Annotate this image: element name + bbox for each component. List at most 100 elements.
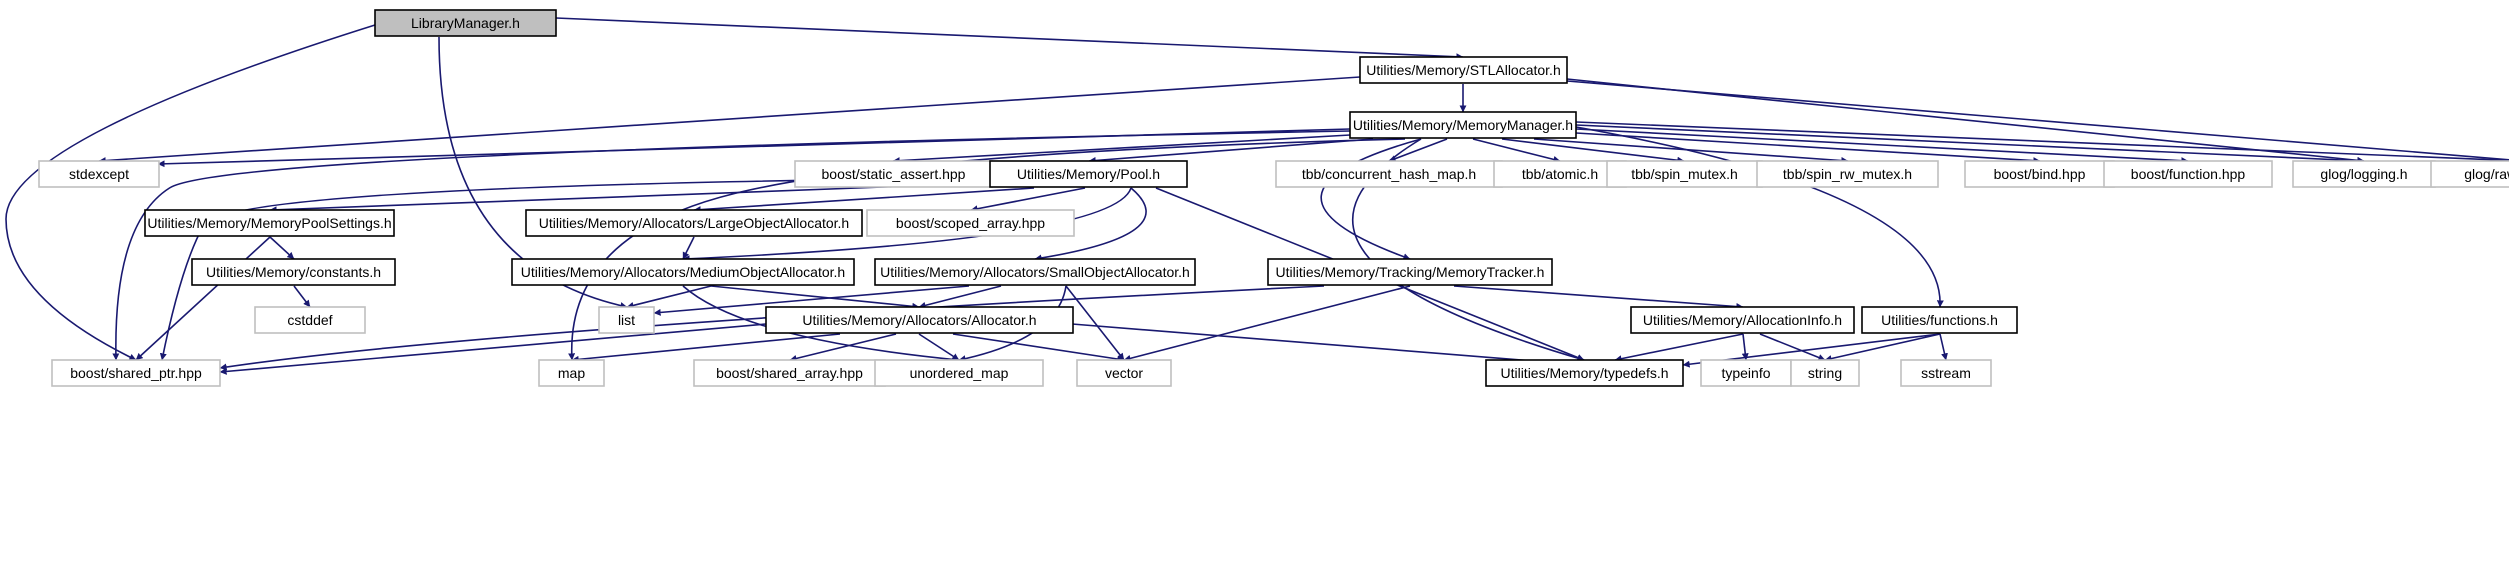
edge-mm-to-atomic xyxy=(1472,138,1561,163)
edge-mm-to-ufunc xyxy=(1575,126,1944,308)
edge-mm-to-glog xyxy=(1575,124,2365,165)
node-graw: glog/raw_logging.h xyxy=(2430,160,2509,188)
node-label: list xyxy=(618,312,635,328)
node-soa[interactable]: Utilities/Memory/Allocators/SmallObjectA… xyxy=(874,258,1196,286)
node-box xyxy=(511,258,855,286)
node-box xyxy=(1485,359,1684,387)
node-alloc[interactable]: Utilities/Memory/Allocators/Allocator.h xyxy=(765,306,1074,334)
node-label: tbb/concurrent_hash_map.h xyxy=(1302,166,1476,182)
node-label: Utilities/Memory/typedefs.h xyxy=(1500,365,1668,381)
node-ufunc[interactable]: Utilities/functions.h xyxy=(1861,306,2018,334)
edge-mm-to-graw xyxy=(1575,121,2509,162)
node-label: Utilities/Memory/Allocators/LargeObjectA… xyxy=(539,215,849,231)
node-label: boost/static_assert.hpp xyxy=(822,166,966,182)
node-func: boost/function.hpp xyxy=(2103,160,2273,188)
node-typedefs[interactable]: Utilities/Memory/typedefs.h xyxy=(1485,359,1684,387)
edge-mm-to-func xyxy=(1575,128,2189,165)
node-atomic: tbb/atomic.h xyxy=(1493,160,1627,188)
edge-mm-to-spin xyxy=(1501,138,1685,164)
node-label: map xyxy=(558,365,585,381)
node-label: boost/bind.hpp xyxy=(1994,166,2086,182)
node-mm[interactable]: Utilities/Memory/MemoryManager.h xyxy=(1349,111,1577,139)
node-lm[interactable]: LibraryManager.h xyxy=(374,9,557,37)
node-label: tbb/spin_mutex.h xyxy=(1631,166,1738,182)
edge-ainfo-to-typedefs xyxy=(1614,333,1744,363)
edge-mps-to-const xyxy=(269,236,295,260)
node-label: Utilities/Memory/Tracking/MemoryTracker.… xyxy=(1276,264,1545,280)
edge-mm-to-spinrw xyxy=(1533,138,1849,165)
edge-ainfo-to-string xyxy=(1759,333,1826,361)
node-spin: tbb/spin_mutex.h xyxy=(1606,160,1763,188)
node-label: unordered_map xyxy=(910,365,1009,381)
edge-soa-to-alloc xyxy=(918,285,1002,309)
node-label: Utilities/Memory/constants.h xyxy=(206,264,381,280)
node-label: Utilities/Memory/AllocationInfo.h xyxy=(1643,312,1842,328)
node-pool[interactable]: Utilities/Memory/Pool.h xyxy=(989,160,1188,188)
node-box xyxy=(1900,359,1992,387)
node-label: boost/shared_ptr.hpp xyxy=(70,365,202,381)
node-sstream: sstream xyxy=(1900,359,1992,387)
edge-alloc-to-sarr xyxy=(789,333,897,362)
edge-ufunc-to-string xyxy=(1824,333,1941,362)
edge-loa-to-moa xyxy=(682,236,695,260)
edge-pool-to-scoped xyxy=(970,187,1086,213)
edge-mm-to-bind xyxy=(1575,132,2041,165)
edge-lm-to-list xyxy=(438,36,628,309)
edge-alloc-to-vector xyxy=(952,333,1125,363)
node-mt[interactable]: Utilities/Memory/Tracking/MemoryTracker.… xyxy=(1267,258,1553,286)
node-box xyxy=(874,359,1044,387)
node-label: Utilities/Memory/Pool.h xyxy=(1017,166,1160,182)
edge-alloc-to-typedefs xyxy=(1071,323,1585,368)
node-box xyxy=(144,209,395,237)
edge-mm-to-chm xyxy=(1388,138,1448,162)
node-string: string xyxy=(1790,359,1860,387)
node-mps[interactable]: Utilities/Memory/MemoryPoolSettings.h xyxy=(144,209,395,237)
node-box xyxy=(1076,359,1172,387)
node-box xyxy=(989,160,1188,188)
node-label: stdexcept xyxy=(69,166,129,182)
edge-lm-to-stl xyxy=(555,17,1464,61)
node-box xyxy=(525,209,863,237)
edge-const-to-cstddef xyxy=(293,285,311,308)
edge-layer xyxy=(5,17,2509,375)
node-list: list xyxy=(598,306,655,334)
edge-mm-to-sassert xyxy=(892,134,1351,165)
edge-stl-to-stdexcept xyxy=(98,76,1361,165)
node-label: glog/logging.h xyxy=(2320,166,2407,182)
node-sptr: boost/shared_ptr.hpp xyxy=(51,359,221,387)
node-loa[interactable]: Utilities/Memory/Allocators/LargeObjectA… xyxy=(525,209,863,237)
node-ainfo[interactable]: Utilities/Memory/AllocationInfo.h xyxy=(1630,306,1855,334)
node-moa[interactable]: Utilities/Memory/Allocators/MediumObject… xyxy=(511,258,855,286)
node-box xyxy=(1359,56,1568,84)
node-label: boost/shared_array.hpp xyxy=(716,365,863,381)
node-box xyxy=(1349,111,1577,139)
node-box xyxy=(1493,160,1627,188)
node-cstddef: cstddef xyxy=(254,306,366,334)
node-box xyxy=(38,160,160,188)
node-layer: LibraryManager.hUtilities/Memory/STLAllo… xyxy=(38,9,2509,387)
node-box xyxy=(693,359,886,387)
node-box xyxy=(598,306,655,334)
node-bind: boost/bind.hpp xyxy=(1964,160,2115,188)
node-box xyxy=(794,160,993,188)
edge-mm-to-mt xyxy=(1320,138,1422,261)
node-label: tbb/atomic.h xyxy=(1522,166,1598,182)
node-box xyxy=(1606,160,1763,188)
node-box xyxy=(254,306,366,334)
node-label: Utilities/Memory/Allocators/SmallObjectA… xyxy=(880,264,1190,280)
node-box xyxy=(765,306,1074,334)
node-box xyxy=(1700,359,1792,387)
node-box xyxy=(1861,306,2018,334)
node-box xyxy=(191,258,396,286)
node-label: Utilities/Memory/MemoryPoolSettings.h xyxy=(147,215,391,231)
node-label: typeinfo xyxy=(1721,365,1770,381)
node-label: sstream xyxy=(1921,365,1971,381)
node-stl[interactable]: Utilities/Memory/STLAllocator.h xyxy=(1359,56,1568,84)
edge-soa-to-list xyxy=(653,285,970,316)
node-box xyxy=(2292,160,2436,188)
node-label: vector xyxy=(1105,365,1143,381)
node-const[interactable]: Utilities/Memory/constants.h xyxy=(191,258,396,286)
node-chm: tbb/concurrent_hash_map.h xyxy=(1275,160,1503,188)
edge-mt-to-vector xyxy=(1123,285,1411,362)
